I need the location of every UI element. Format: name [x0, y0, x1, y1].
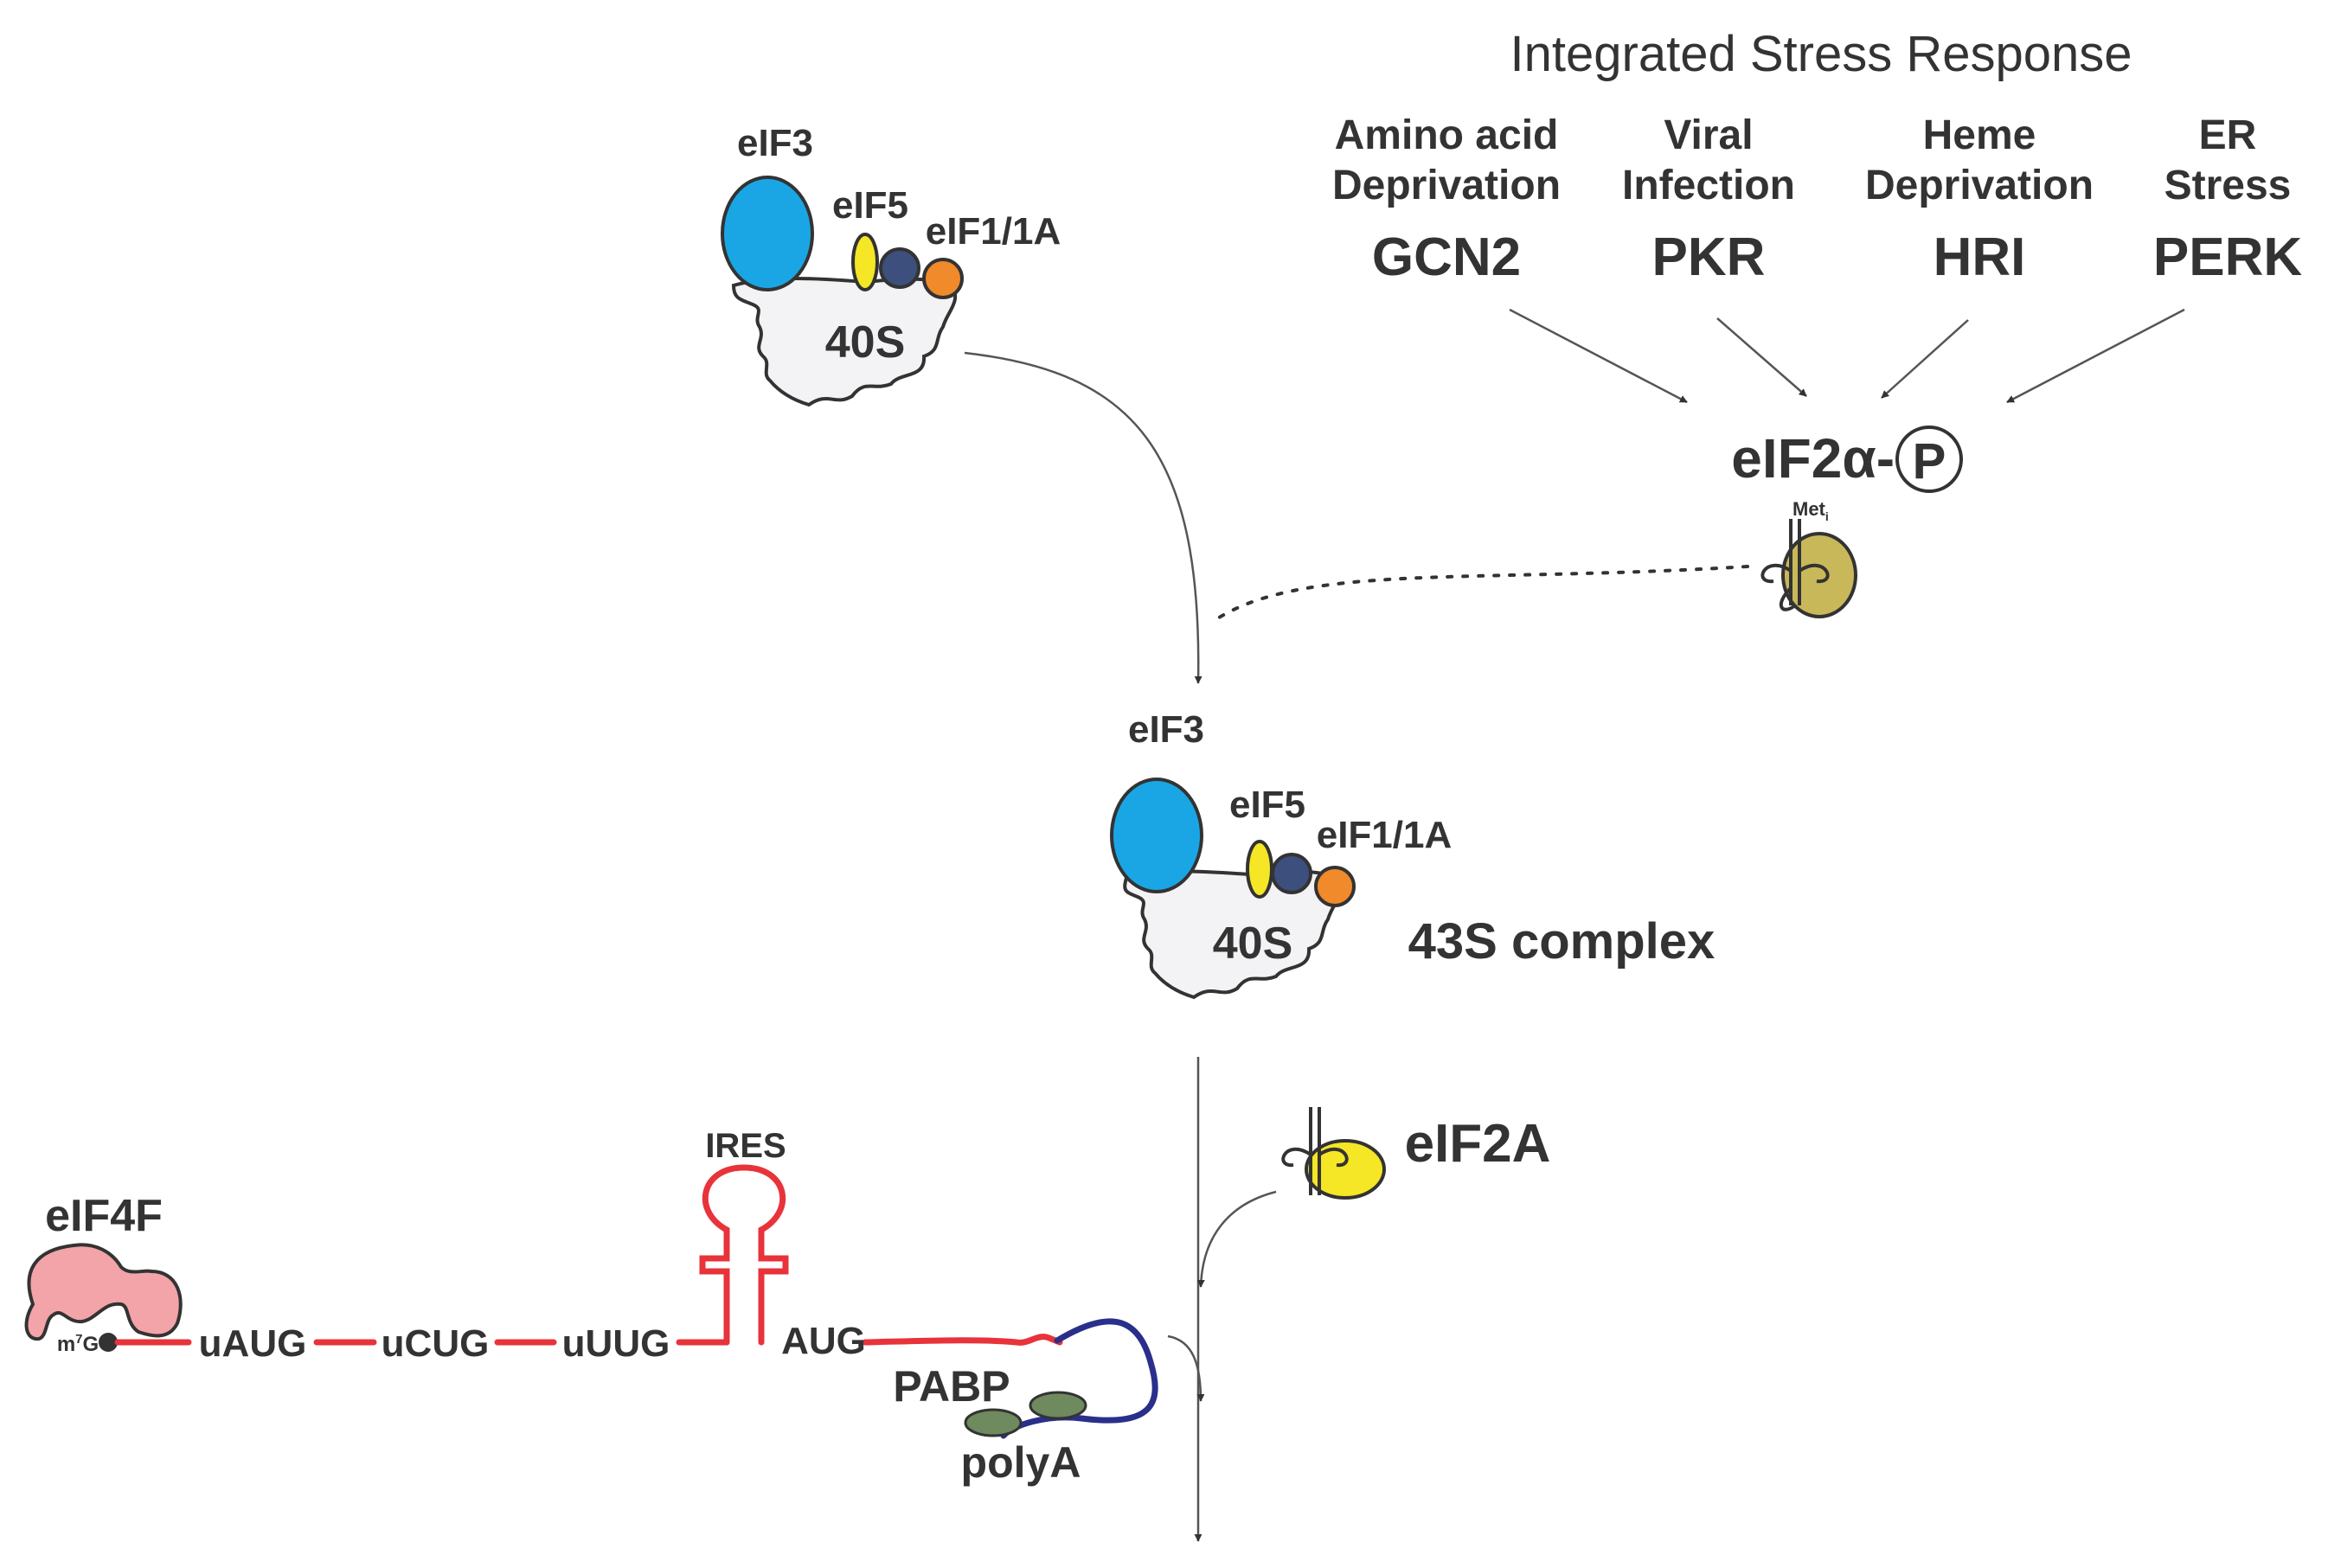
condition-line1: ER — [2199, 112, 2257, 158]
codon-aug: AUG — [781, 1320, 866, 1362]
pabp-shape-1 — [964, 1408, 1023, 1437]
eif1-shape — [1271, 853, 1312, 894]
polya-tail — [1000, 1318, 1158, 1439]
eif4f-shape — [24, 1243, 183, 1341]
eif2alpha-phospho: eIF2α- P — [1731, 426, 1963, 493]
condition-line2: Deprivation — [1865, 163, 2094, 208]
eif2a-body — [1305, 1139, 1386, 1200]
kinase-name: PKR — [1652, 227, 1766, 287]
condition-line1: Amino acid — [1335, 112, 1559, 158]
condition-line2: Stress — [2164, 163, 2292, 208]
eif3-shape — [721, 176, 814, 291]
trna-met-text: Met — [1792, 498, 1826, 520]
trna-met-subscript: i — [1825, 509, 1829, 523]
phospho-circle — [1895, 426, 1963, 493]
condition-line1: Viral — [1664, 112, 1753, 158]
kinase-name: PERK — [2153, 227, 2302, 287]
curve-arrow-eif2a — [1196, 1190, 1277, 1288]
eif2a-complex: eIF2A — [1281, 1107, 1551, 1200]
ribosome-label: 40S — [825, 317, 906, 368]
eif3-label: eIF3 — [737, 122, 813, 164]
ternary-complex: Meti — [1760, 498, 1857, 618]
eif1-label: eIF1/1A — [926, 210, 1061, 253]
cap-g: G — [83, 1333, 99, 1356]
eif5-label: eIF5 — [832, 184, 908, 227]
eif3-label: eIF3 — [1128, 708, 1204, 751]
trna-icon — [1760, 519, 1830, 611]
polya-label: polyA — [961, 1438, 1081, 1487]
eif1-label: eIF1/1A — [1317, 814, 1453, 856]
codon-ucug: uCUG — [382, 1322, 490, 1365]
eif1-shape — [879, 247, 920, 289]
cap-sup: 7 — [75, 1332, 82, 1347]
codon-uaug: uAUG — [199, 1322, 307, 1365]
isr-title: Integrated Stress Response — [1510, 26, 2132, 82]
eif1a-shape — [922, 258, 964, 299]
trna-met-label: Meti — [1792, 498, 1829, 523]
top-40s-complex: eIF3 eIF5 eIF1/1A 40S — [721, 122, 1061, 407]
pabp-label: PABP — [893, 1362, 1010, 1411]
arrow-perk — [2006, 308, 2185, 404]
ires-label: IRES — [705, 1127, 786, 1165]
trna-icon — [1281, 1107, 1349, 1195]
eif5-shape — [851, 233, 879, 291]
phospho-label: P — [1913, 433, 1946, 490]
pabp-shape-2 — [1029, 1391, 1087, 1420]
kinase-name: GCN2 — [1372, 227, 1521, 287]
eif2a-label: eIF2A — [1405, 1114, 1551, 1174]
kinase-gcn2: Amino acid Deprivation GCN2 — [1332, 112, 1561, 287]
43s-complex-label: 43S complex — [1408, 913, 1716, 970]
arrow-gcn2 — [1509, 308, 1688, 404]
mrna-strand: eIF4F m7G PABP polyA uAUG uCUG uUUG AUG … — [24, 1127, 1158, 1487]
eif4f-label: eIF4F — [45, 1191, 163, 1241]
condition-line2: Deprivation — [1332, 163, 1561, 208]
kinase-pkr: Viral Infection PKR — [1622, 112, 1795, 287]
eif5-shape — [1246, 840, 1273, 899]
curve-arrow-top — [964, 351, 1202, 684]
kinase-hri: Heme Deprivation HRI — [1865, 112, 2094, 287]
kinase-perk: ER Stress PERK — [2153, 112, 2302, 287]
kinase-name: HRI — [1934, 227, 2026, 287]
arrow-hri — [1881, 319, 1969, 399]
eif2alpha-label: eIF2α- — [1731, 427, 1895, 490]
cap-label: m7G — [57, 1332, 99, 1356]
codon-uuug: uUUG — [562, 1322, 670, 1365]
cap-dot-icon — [99, 1333, 118, 1352]
condition-line2: Infection — [1622, 163, 1795, 208]
43s-complex: eIF3 eIF5 eIF1/1A 40S 43S complex — [1110, 708, 1716, 1000]
curve-arrow-mrna — [1167, 1334, 1205, 1402]
dotted-arrow — [1209, 565, 1749, 624]
arrow-pkr — [1716, 317, 1807, 397]
ribosome-label: 40S — [1213, 918, 1293, 969]
mrna-line — [114, 1164, 1063, 1346]
eif5-label: eIF5 — [1229, 784, 1305, 826]
cap-m: m — [57, 1333, 75, 1356]
condition-line1: Heme — [1923, 112, 2036, 158]
eif3-shape — [1110, 778, 1203, 893]
kinase-arrows — [1509, 308, 2185, 404]
eif1a-shape — [1314, 866, 1356, 907]
ires-hairpin — [699, 1164, 789, 1346]
